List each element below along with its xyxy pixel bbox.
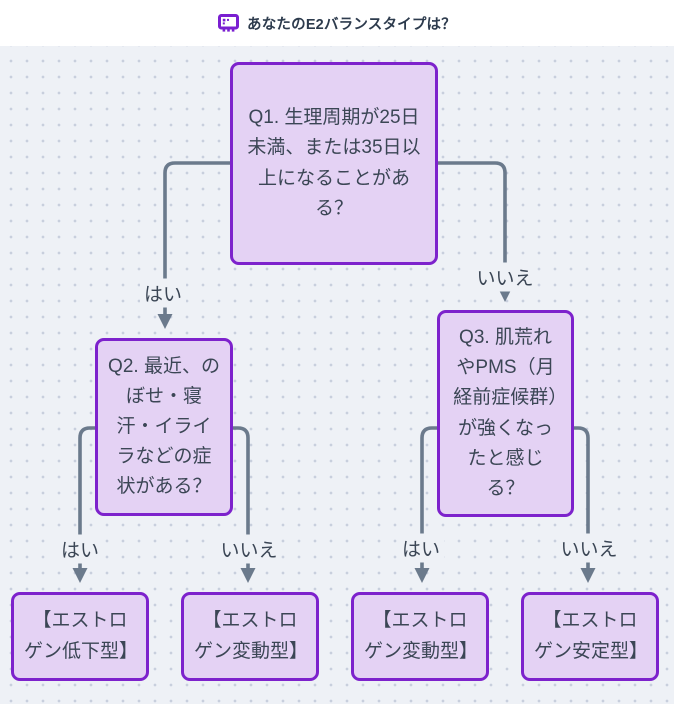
node-question-1-text: Q1. 生理周期が25日未満、または35日以上になることがある？ — [247, 107, 421, 219]
edge-label-yes-q1: はい — [139, 278, 187, 308]
node-question-3-text: Q3. 肌荒れやPMS（月経前症候群）が強くなったと感じる？ — [453, 327, 558, 499]
edge-label-yes-q3: はい — [397, 533, 445, 563]
edge-label-no-q1: いいえ — [472, 262, 538, 292]
page-title: あなたのE2バランスタイプは？ — [247, 16, 456, 33]
node-question-3: Q3. 肌荒れやPMS（月経前症候群）が強くなったと感じる？ — [437, 310, 574, 517]
node-result-fluctuating-type-right-text: 【エストロゲン変動型】 — [364, 610, 479, 662]
presentation-board-icon — [218, 13, 240, 32]
node-result-stable-type: 【エストロゲン安定型】 — [521, 592, 659, 681]
node-result-fluctuating-type-right: 【エストロゲン変動型】 — [351, 592, 489, 681]
node-result-fluctuating-type-left-text: 【エストロゲン変動型】 — [194, 610, 309, 662]
header: あなたのE2バランスタイプは？ — [0, 0, 674, 46]
edge-label-yes-q2: はい — [56, 534, 104, 564]
edge-label-no-q3: いいえ — [556, 533, 622, 563]
node-question-2: Q2. 最近、のぼせ・寝汗・イライラなどの症状がある？ — [95, 338, 233, 516]
node-result-fluctuating-type-left: 【エストロゲン変動型】 — [181, 592, 319, 681]
node-result-low-type: 【エストロゲン低下型】 — [11, 592, 149, 681]
node-result-low-type-text: 【エストロゲン低下型】 — [24, 610, 139, 662]
edge-label-no-q2: いいえ — [216, 534, 282, 564]
node-result-stable-type-text: 【エストロゲン安定型】 — [534, 610, 649, 662]
node-question-1: Q1. 生理周期が25日未満、または35日以上になることがある？ — [230, 62, 438, 265]
node-question-2-text: Q2. 最近、のぼせ・寝汗・イライラなどの症状がある？ — [108, 355, 220, 498]
